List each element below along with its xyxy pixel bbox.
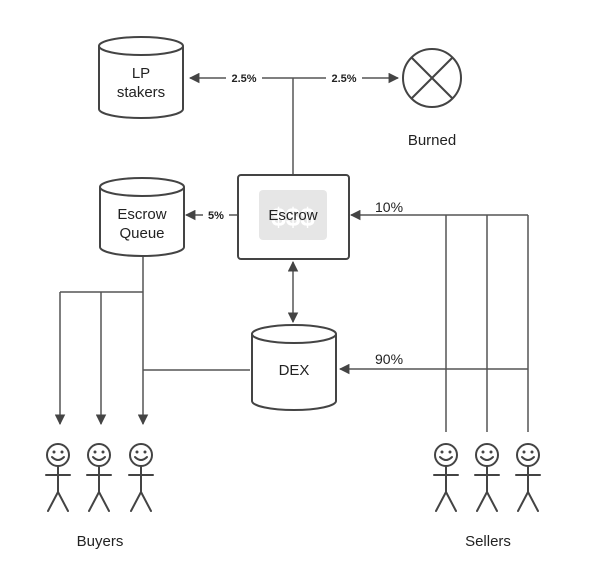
buyer-figure-3: [128, 443, 154, 512]
seller-figure-1: [433, 443, 459, 512]
pct-to-burned: 2.5%: [331, 73, 356, 85]
queue-to-buyers-lines: [60, 256, 144, 293]
seller-figure-2: [474, 443, 500, 512]
pct-sellers-to-escrow: 10%: [375, 199, 403, 215]
escrow-queue-label-2: Queue: [119, 225, 164, 242]
burned-label: Burned: [408, 132, 456, 149]
sellers-label: Sellers: [465, 533, 511, 550]
escrow-queue-label-1: Escrow: [117, 206, 166, 223]
lp-stakers-cylinder: LP stakers: [98, 36, 184, 119]
buyer-figure-2: [86, 443, 112, 512]
pct-sellers-to-dex: 90%: [375, 351, 403, 367]
buyers-label: Buyers: [77, 533, 124, 550]
escrow-dollar-watermark: $$$: [271, 202, 315, 232]
escrow-queue-cylinder: Escrow Queue: [99, 177, 185, 257]
pct-to-escrow-queue: 5%: [208, 210, 224, 222]
sellers-to-escrow-lines: [445, 215, 529, 432]
dex-cylinder: DEX: [251, 324, 337, 411]
pct-to-lp-stakers: 2.5%: [231, 73, 256, 85]
escrow-inner-panel: [259, 190, 327, 240]
lp-stakers-label-2: stakers: [117, 84, 165, 101]
lp-stakers-label-1: LP: [132, 65, 150, 82]
dex-label: DEX: [279, 362, 310, 379]
escrow-box: $$$ Escrow: [237, 174, 350, 260]
escrow-label: Escrow: [268, 207, 317, 224]
buyer-figure-1: [45, 443, 71, 512]
seller-figure-3: [515, 443, 541, 512]
burned-icon: [402, 48, 462, 108]
